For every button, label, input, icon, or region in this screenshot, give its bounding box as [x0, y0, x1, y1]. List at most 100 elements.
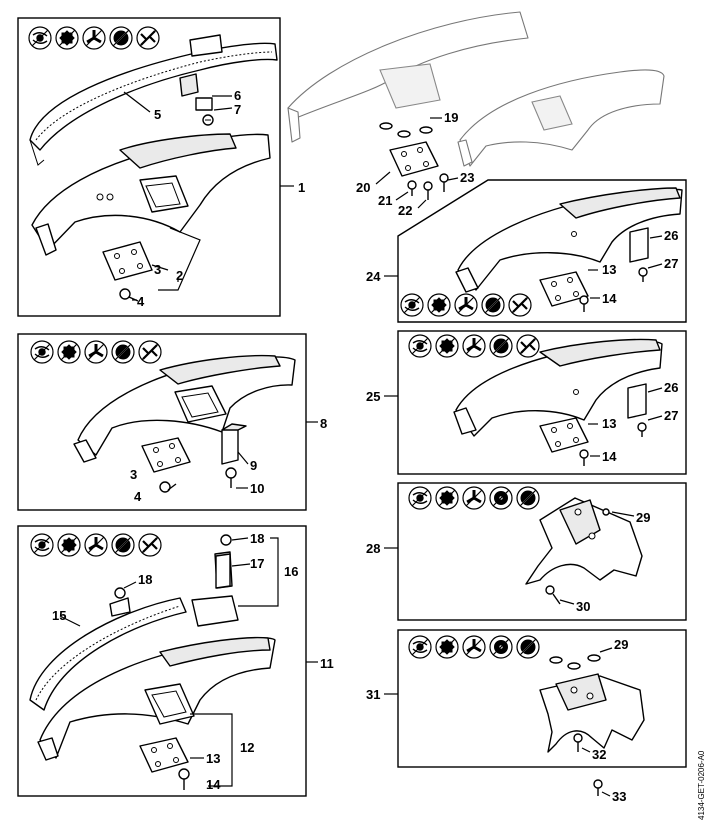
mounting-plate-part-13: [539, 271, 589, 307]
grass-blade-3-icon: [82, 26, 106, 50]
deflector-part-25: [453, 338, 663, 437]
screw-part-22: [423, 181, 433, 200]
bracket-assembly-part-16: [191, 551, 239, 627]
callout-6: 6: [234, 88, 241, 103]
screw-part-30: [545, 585, 561, 605]
trimmer-head-icon: [28, 26, 52, 50]
callout-3-panel-8: 3: [130, 467, 137, 482]
callout-8: 8: [320, 416, 327, 431]
document-code: 4134-GET-0206-A0: [697, 750, 706, 820]
screw-part-32: [573, 733, 583, 752]
trimmer-head-icon: [408, 334, 432, 358]
callout-32: 32: [592, 747, 606, 762]
brush-knife-icon: [136, 26, 160, 50]
screw-part-27: [638, 267, 648, 282]
screw-part-21: [407, 180, 417, 196]
screw-part-23: [439, 173, 449, 192]
callout-23: 23: [460, 170, 474, 185]
callout-13-panel-24: 13: [602, 262, 616, 277]
screw-part-10: [225, 467, 237, 488]
screw-part-4: [119, 288, 139, 302]
mounting-plate-part-3: [102, 241, 153, 281]
callout-25: 25: [366, 389, 380, 404]
knife-blade-4-icon: [435, 635, 459, 659]
callout-29-panel-31: 29: [614, 637, 628, 652]
panel-assembly-24: [397, 179, 687, 323]
callout-28: 28: [366, 541, 380, 556]
saw-blade-icon: [516, 635, 540, 659]
trimmer-head-icon: [408, 635, 432, 659]
icon-row-panel-8: [30, 340, 162, 364]
cutting-attachment-strip-part-15: [29, 597, 187, 711]
saw-blade-icon: [516, 486, 540, 510]
gear-housing-part-28: [525, 497, 643, 585]
knife-blade-4-icon: [435, 486, 459, 510]
callout-31: 31: [366, 687, 380, 702]
callout-19: 19: [444, 110, 458, 125]
callout-10: 10: [250, 481, 264, 496]
saw-blade-icon: [111, 340, 135, 364]
trimmer-head-icon: [30, 340, 54, 364]
mounting-plate-part-13: [139, 737, 189, 773]
mounting-plate-part-3: [141, 437, 191, 473]
knife-blade-4-icon: [57, 340, 81, 364]
brush-knife-icon: [138, 533, 162, 557]
callout-27: 27: [664, 256, 678, 271]
knife-blade-4-icon: [55, 26, 79, 50]
callout-12: 12: [240, 740, 254, 755]
callout-15: 15: [52, 608, 66, 623]
panel-assembly-28: [397, 482, 687, 621]
callout-14-panel-25: 14: [602, 449, 617, 464]
panel-assembly-1: [17, 17, 281, 317]
ghost-deflector-reference: [287, 11, 665, 167]
callout-4-panel-8: 4: [134, 489, 142, 504]
bracket-part-9: [221, 423, 247, 465]
knife-blade-4-icon: [435, 334, 459, 358]
o-ring-set-part-19: [379, 122, 433, 138]
deflector-part-24: [455, 187, 683, 293]
callout-3: 3: [154, 262, 161, 277]
brush-knife-icon: [516, 334, 540, 358]
callout-7: 7: [234, 102, 241, 117]
grass-blade-3-icon: [462, 334, 486, 358]
callout-17: 17: [250, 556, 264, 571]
callout-14: 14: [206, 777, 221, 792]
callout-14-panel-24: 14: [602, 291, 617, 306]
screw-part-33: [593, 779, 603, 796]
o-ring-set-part-29: [549, 654, 601, 670]
grass-blade-3-icon: [84, 533, 108, 557]
bracket-part-26: [629, 227, 649, 263]
saw-blade-icon: [111, 533, 135, 557]
circular-saw-icon: [489, 486, 513, 510]
mounting-plate-part-20: [389, 141, 439, 177]
callout-24: 24: [366, 269, 381, 284]
retaining-clip-part-6: [179, 73, 213, 111]
screw-part-14: [178, 768, 190, 790]
icon-row-panel-25: [408, 334, 540, 358]
screw-part-18: [114, 587, 126, 599]
grass-blade-3-icon: [462, 486, 486, 510]
deflector-part-11: [37, 636, 276, 761]
screw-part-7: [202, 114, 214, 126]
callout-2: 2: [176, 268, 183, 283]
callout-4: 4: [137, 294, 145, 309]
panel-assembly-31: [397, 629, 687, 768]
screw-part-14: [579, 295, 589, 312]
callout-27-panel-25: 27: [664, 408, 678, 423]
screw-part-27: [637, 422, 647, 437]
circular-saw-icon: [489, 635, 513, 659]
bracket-part-26: [627, 383, 647, 419]
callout-16: 16: [284, 564, 298, 579]
trimmer-head-icon: [408, 486, 432, 510]
screw-part-14: [579, 449, 589, 466]
icon-row-panel-28: [408, 486, 540, 510]
icon-row-panel-24: [400, 293, 532, 317]
callout-9: 9: [250, 458, 257, 473]
gear-housing-part-31: [539, 673, 645, 753]
knife-blade-4-icon: [57, 533, 81, 557]
screw-part-4: [159, 481, 177, 493]
panel-assembly-25: [397, 330, 687, 475]
callout-22: 22: [398, 203, 412, 218]
callout-1: 1: [298, 180, 305, 195]
